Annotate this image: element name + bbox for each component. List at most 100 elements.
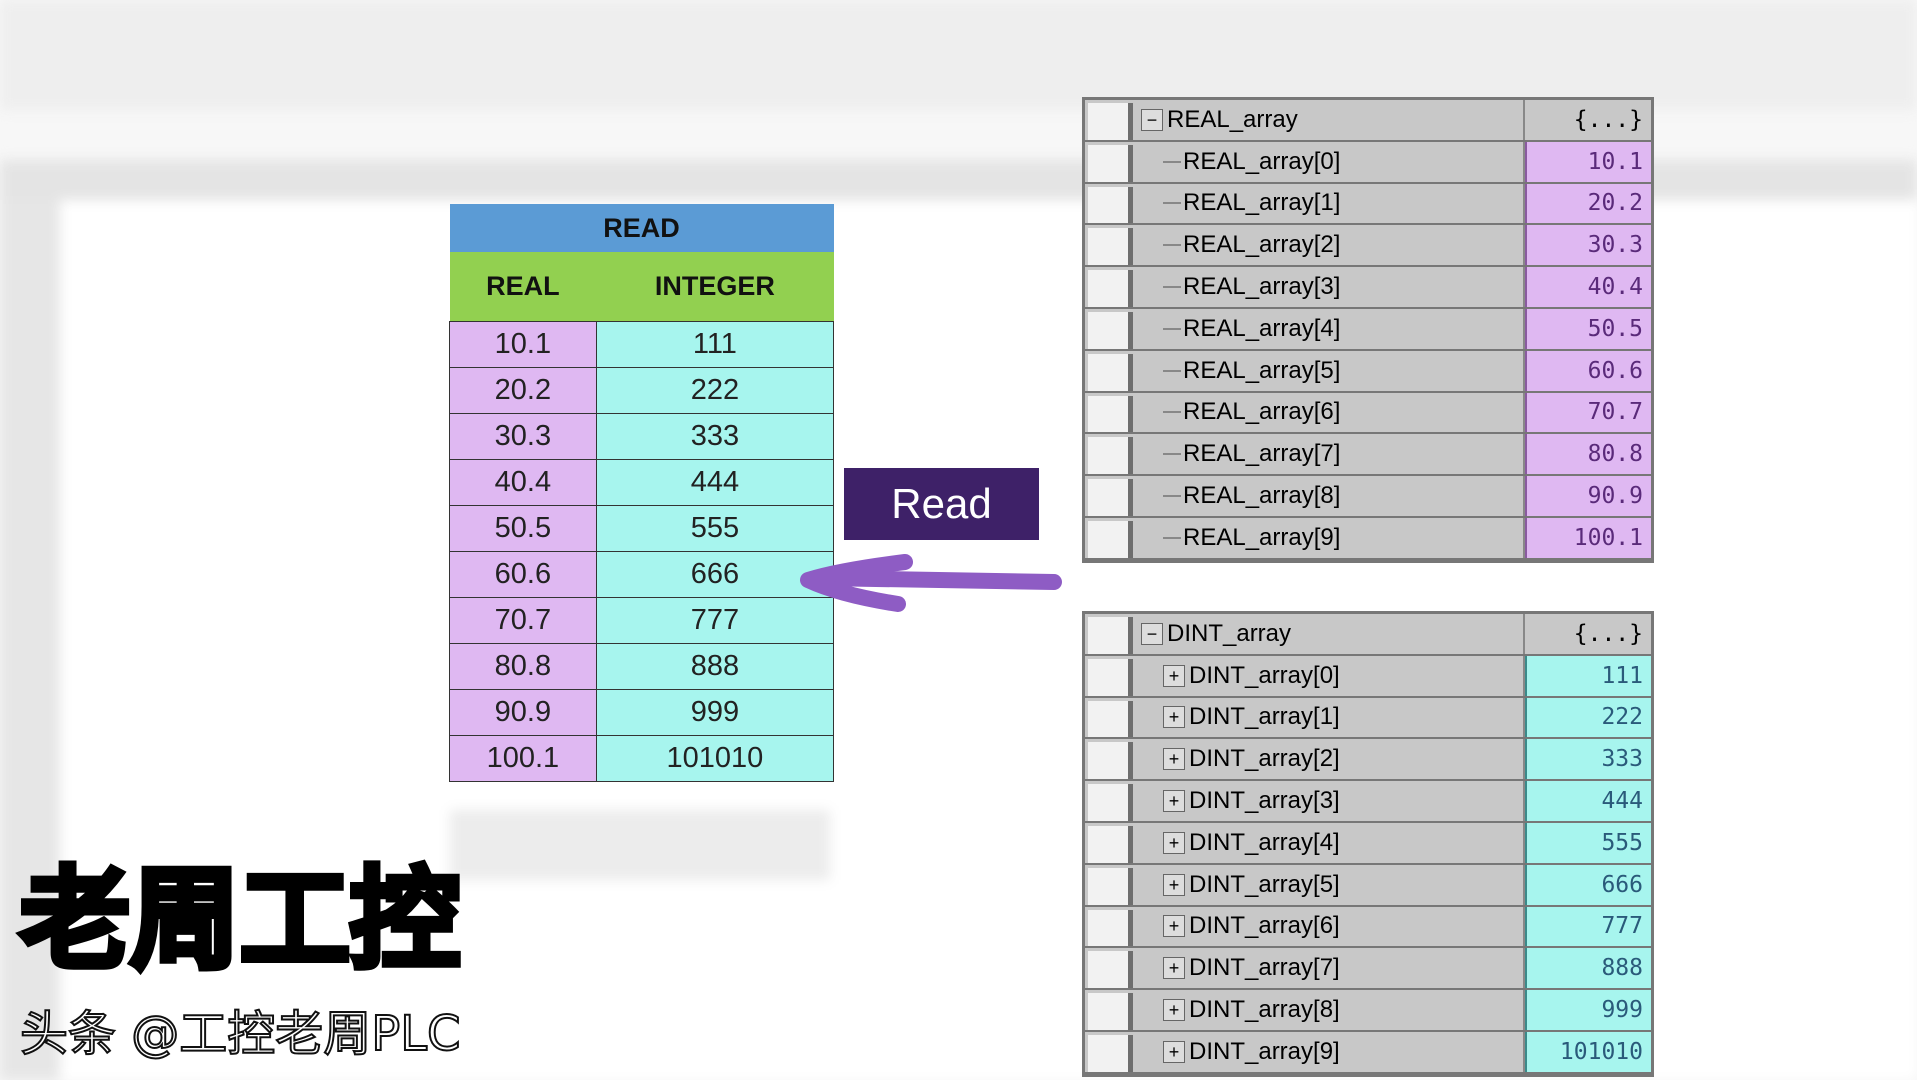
expand-icon[interactable]: +	[1163, 831, 1185, 854]
array-element-row[interactable]: REAL_array[7]80.8	[1085, 434, 1651, 477]
row-checkbox[interactable]	[1088, 479, 1133, 516]
element-value[interactable]: 666	[1525, 864, 1651, 905]
array-element-row[interactable]: +DINT_array[5]666	[1085, 864, 1651, 907]
row-checkbox[interactable]	[1088, 700, 1133, 738]
element-name: DINT_array[7]	[1189, 954, 1340, 982]
array-element-row[interactable]: +DINT_array[8]999	[1085, 990, 1651, 1032]
real-cell[interactable]: 30.3	[449, 413, 597, 460]
element-name: REAL_array[2]	[1183, 231, 1341, 259]
expand-icon[interactable]: +	[1163, 790, 1185, 813]
row-checkbox[interactable]	[1088, 395, 1133, 433]
element-value[interactable]: 101010	[1525, 1031, 1651, 1072]
row-checkbox[interactable]	[1088, 784, 1133, 821]
row-checkbox[interactable]	[1088, 270, 1133, 307]
array-element-row[interactable]: REAL_array[5]60.6	[1085, 350, 1651, 393]
integer-cell[interactable]: 777	[595, 597, 835, 644]
element-value[interactable]: 70.7	[1525, 392, 1651, 433]
array-element-row[interactable]: +DINT_array[6]777	[1085, 906, 1651, 949]
collapse-icon[interactable]: −	[1141, 622, 1163, 645]
row-checkbox[interactable]	[1088, 617, 1133, 654]
expand-icon[interactable]: +	[1163, 957, 1185, 980]
array-element-row[interactable]: +DINT_array[1]222	[1085, 697, 1651, 740]
element-value[interactable]: 444	[1525, 781, 1651, 821]
element-value[interactable]: 90.9	[1525, 476, 1651, 516]
row-checkbox[interactable]	[1088, 103, 1133, 140]
expand-icon[interactable]: +	[1163, 915, 1185, 938]
real-cell[interactable]: 40.4	[449, 459, 597, 506]
element-value[interactable]: 20.2	[1525, 183, 1651, 224]
array-header-row[interactable]: −DINT_array{...}	[1085, 614, 1651, 656]
expand-icon[interactable]: +	[1163, 748, 1185, 771]
integer-cell[interactable]: 555	[595, 505, 835, 552]
array-element-row[interactable]: REAL_array[2] 30.3	[1085, 225, 1651, 268]
array-element-row[interactable]: REAL_array[8]90.9	[1085, 476, 1651, 518]
array-element-row[interactable]: +DINT_array[0]111	[1085, 655, 1651, 698]
expand-icon[interactable]: +	[1163, 999, 1185, 1022]
integer-cell[interactable]: 666	[595, 551, 835, 598]
integer-cell[interactable]: 999	[595, 689, 835, 736]
row-checkbox[interactable]	[1088, 520, 1133, 558]
array-element-row[interactable]: +DINT_array[2]333	[1085, 739, 1651, 782]
element-value[interactable]: 999	[1525, 990, 1651, 1030]
row-checkbox[interactable]	[1088, 1034, 1133, 1072]
array-element-row[interactable]: +DINT_array[4]555	[1085, 822, 1651, 865]
integer-cell[interactable]: 444	[595, 459, 835, 506]
element-value[interactable]: 888	[1525, 948, 1651, 989]
row-checkbox[interactable]	[1088, 144, 1133, 182]
array-element-row[interactable]: +DINT_array[7] 888	[1085, 948, 1651, 991]
element-value[interactable]: 222	[1525, 697, 1651, 738]
array-element-row[interactable]: +DINT_array[3]444	[1085, 781, 1651, 823]
integer-cell[interactable]: 333	[595, 413, 835, 460]
element-value[interactable]: 777	[1525, 906, 1651, 947]
integer-cell[interactable]: 101010	[595, 735, 835, 782]
row-checkbox[interactable]	[1088, 825, 1133, 863]
integer-cell[interactable]: 222	[595, 367, 835, 414]
array-element-row[interactable]: REAL_array[6]70.7	[1085, 392, 1651, 435]
expand-icon[interactable]: +	[1163, 664, 1185, 687]
real-cell[interactable]: 20.2	[449, 367, 597, 414]
element-value[interactable]: 60.6	[1525, 350, 1651, 391]
expand-icon[interactable]: +	[1163, 706, 1185, 729]
expand-icon[interactable]: +	[1163, 873, 1185, 896]
array-header-row[interactable]: −REAL_array{...}	[1085, 100, 1651, 142]
element-value[interactable]: 111	[1525, 655, 1651, 696]
array-element-row[interactable]: REAL_array[4]50.5	[1085, 308, 1651, 351]
element-value[interactable]: 30.3	[1525, 225, 1651, 266]
array-element-row[interactable]: REAL_array[9]100.1	[1085, 517, 1651, 560]
row-checkbox[interactable]	[1088, 951, 1133, 989]
real-cell[interactable]: 100.1	[449, 735, 597, 782]
array-element-row[interactable]: REAL_array[1]20.2	[1085, 183, 1651, 226]
row-checkbox[interactable]	[1088, 437, 1133, 475]
real-cell[interactable]: 90.9	[449, 689, 597, 736]
real-cell[interactable]: 60.6	[449, 551, 597, 598]
array-element-row[interactable]: REAL_array[3]40.4	[1085, 267, 1651, 309]
collapse-icon[interactable]: −	[1141, 108, 1163, 131]
read-button[interactable]: Read	[844, 468, 1039, 540]
array-element-row[interactable]: +DINT_array[9]101010	[1085, 1031, 1651, 1074]
row-checkbox[interactable]	[1088, 228, 1133, 266]
expand-icon[interactable]: +	[1163, 1040, 1185, 1063]
row-checkbox[interactable]	[1088, 353, 1133, 391]
row-checkbox[interactable]	[1088, 909, 1133, 947]
row-checkbox[interactable]	[1088, 867, 1133, 905]
row-checkbox[interactable]	[1088, 186, 1133, 224]
array-element-row[interactable]: REAL_array[0]10.1	[1085, 141, 1651, 184]
integer-cell[interactable]: 111	[595, 321, 835, 368]
real-cell[interactable]: 10.1	[449, 321, 597, 368]
element-value[interactable]: 100.1	[1525, 517, 1651, 558]
element-value[interactable]: 40.4	[1525, 267, 1651, 307]
row-checkbox[interactable]	[1088, 742, 1133, 780]
element-value[interactable]: 333	[1525, 739, 1651, 780]
row-checkbox[interactable]	[1088, 993, 1133, 1030]
real-cell[interactable]: 70.7	[449, 597, 597, 644]
element-value[interactable]: 80.8	[1525, 434, 1651, 475]
row-checkbox[interactable]	[1088, 658, 1133, 696]
element-value[interactable]: 555	[1525, 822, 1651, 863]
integer-cell[interactable]: 888	[595, 643, 835, 690]
element-value[interactable]: 10.1	[1525, 141, 1651, 182]
blurred-button	[450, 810, 830, 880]
real-cell[interactable]: 80.8	[449, 643, 597, 690]
row-checkbox[interactable]	[1088, 311, 1133, 349]
element-value[interactable]: 50.5	[1525, 308, 1651, 349]
